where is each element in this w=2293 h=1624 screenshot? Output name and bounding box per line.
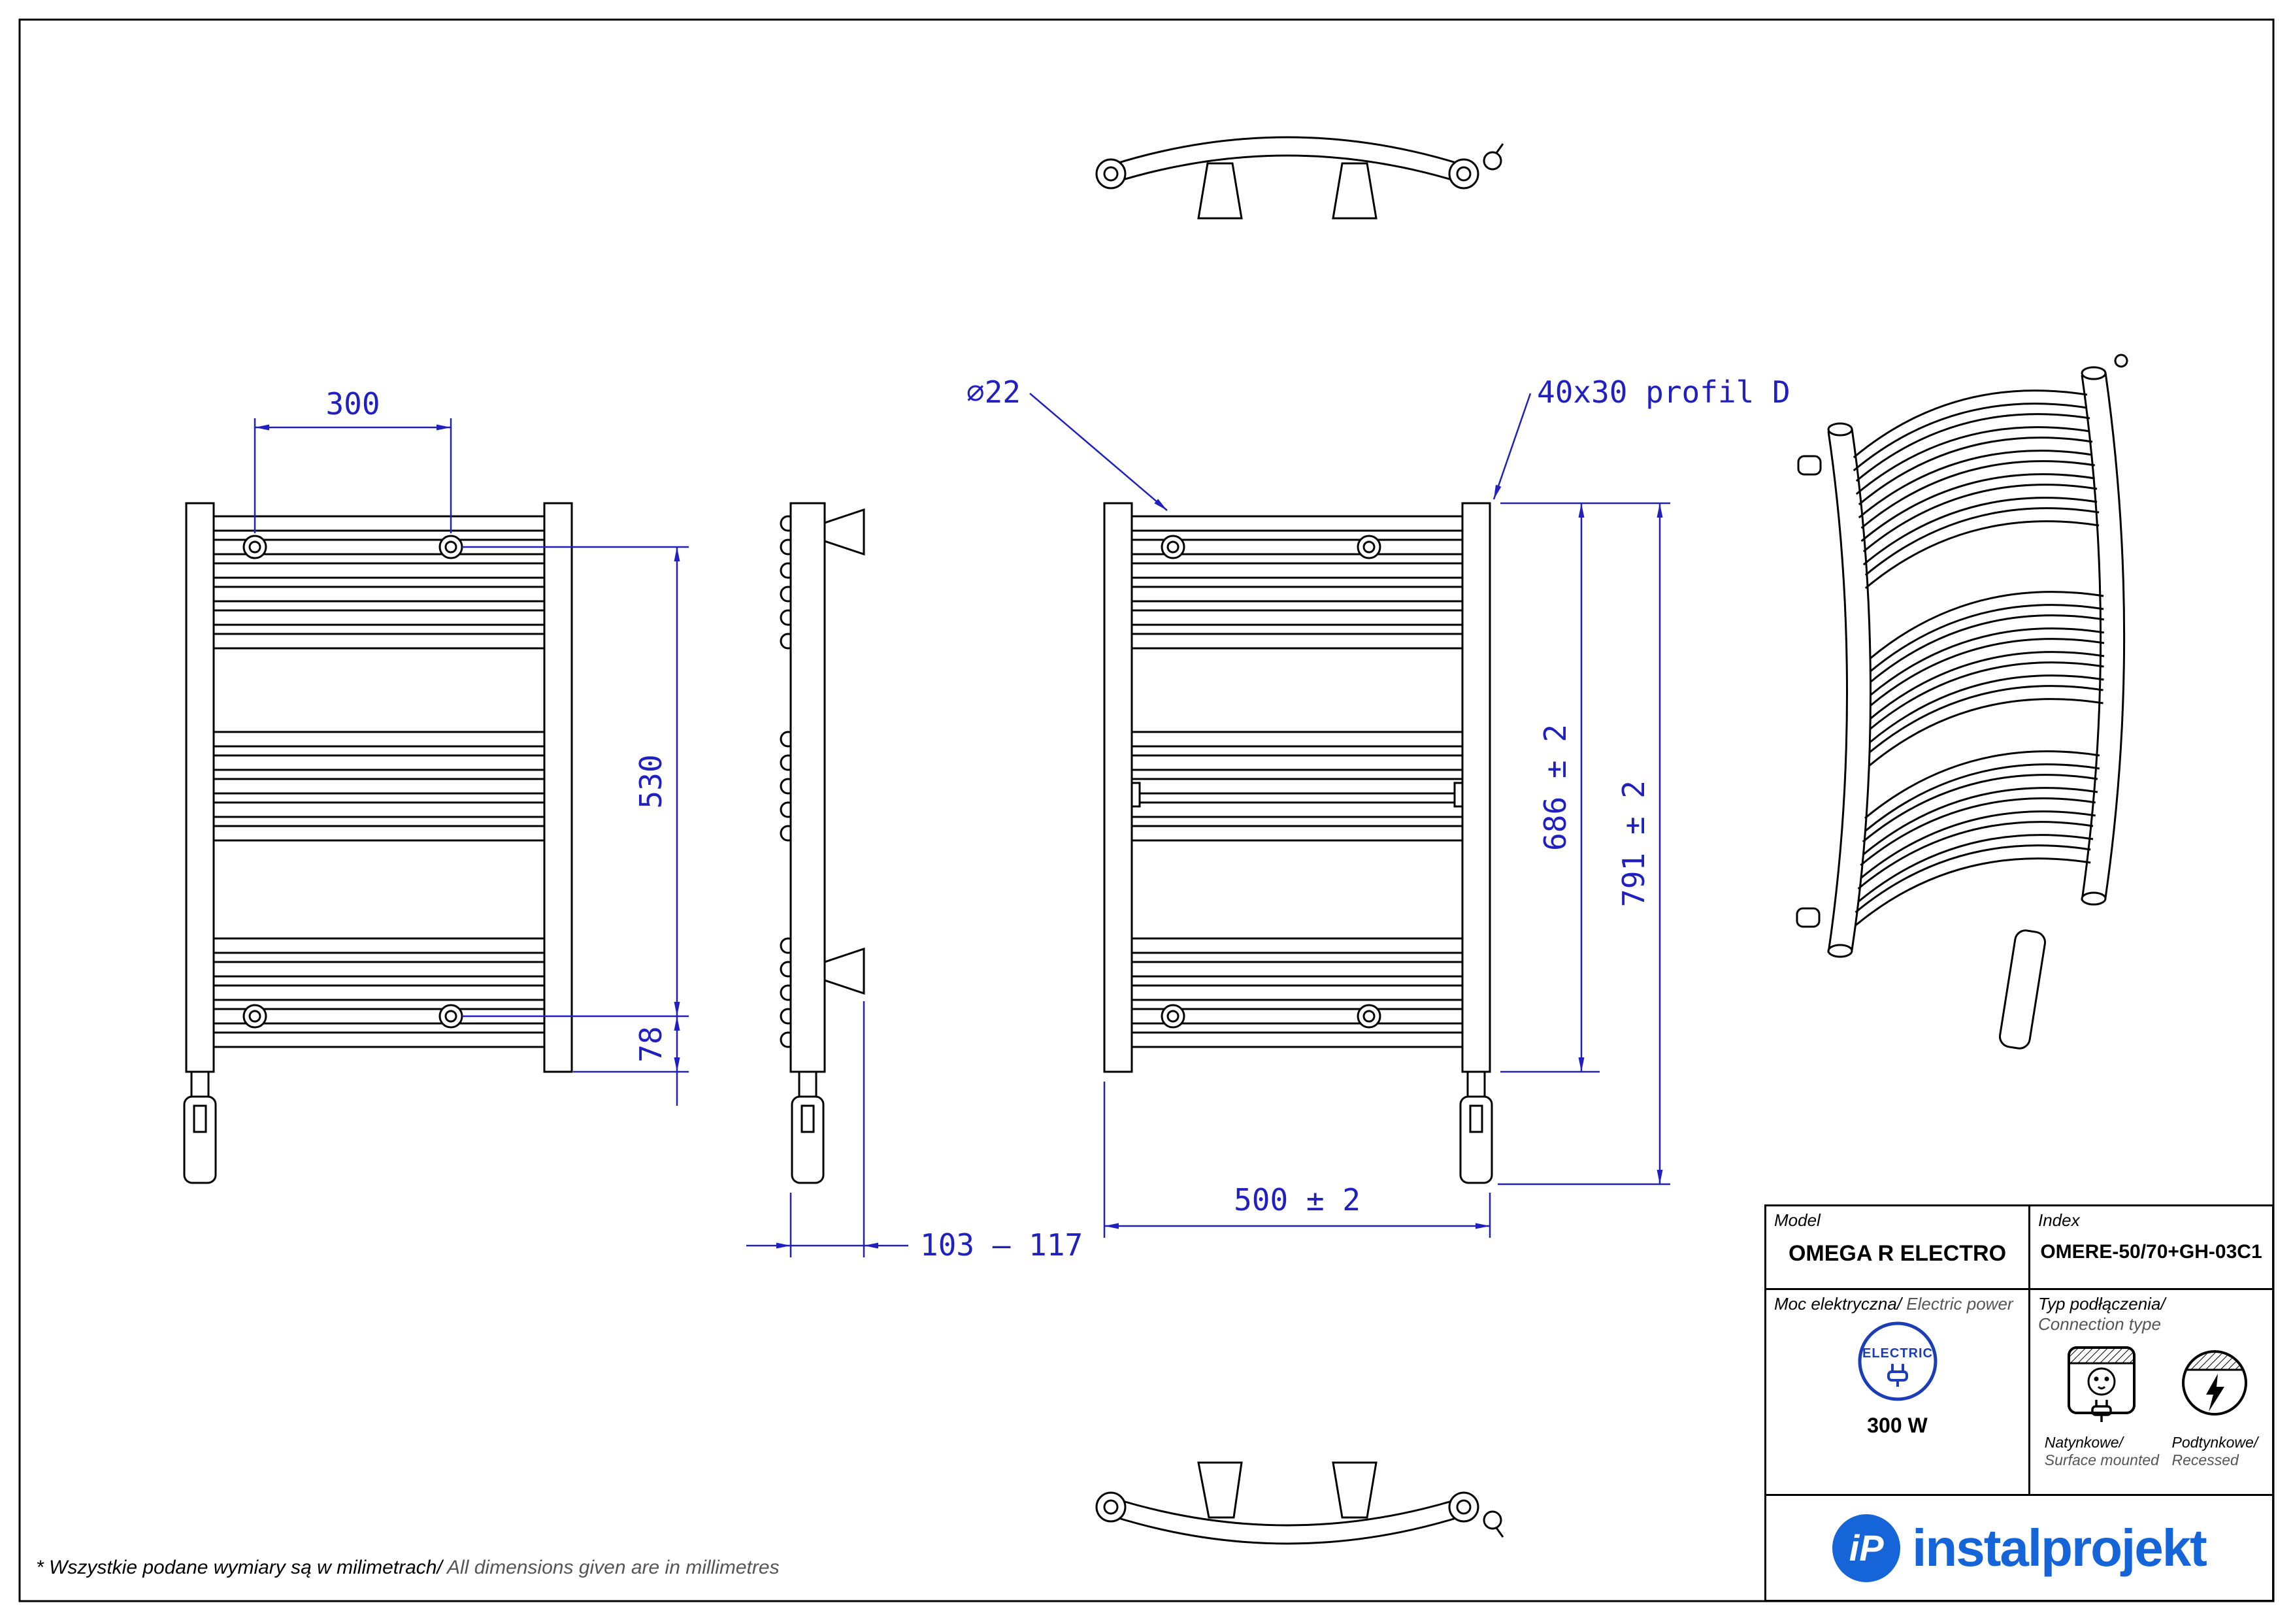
index-value: OMERE-50/70+GH-03C1 [2040, 1241, 2262, 1263]
connection-type-cell: Typ podłączenia/ Connection type [2030, 1290, 2272, 1494]
dim-bracket-height: 530 [633, 754, 668, 808]
brand-logo: iP instalprojekt [1766, 1494, 2272, 1600]
dim-depth-range: 103 – 117 [920, 1227, 1083, 1263]
dim-body-height: 686 ± 2 [1538, 724, 1573, 851]
logo-wordmark: instalprojekt [1912, 1518, 2207, 1577]
footnote-pl: * Wszystkie podane wymiary są w milimetr… [36, 1557, 442, 1578]
surface-mounted-icon [2068, 1346, 2136, 1422]
recessed-caption: Podtynkowe/ Recessed [2171, 1434, 2258, 1468]
index-label: Index [2038, 1210, 2080, 1230]
index-cell: Index OMERE-50/70+GH-03C1 [2030, 1206, 2272, 1288]
title-block: Model OMEGA R ELECTRO Index OMERE-50/70+… [1764, 1204, 2274, 1602]
front-view-dimensioned [183, 502, 573, 1184]
sheet-border [18, 18, 2275, 1602]
model-label: Model [1774, 1210, 1821, 1230]
dim-width: 500 ± 2 [1234, 1182, 1361, 1218]
dim-total-height: 791 ± 2 [1616, 780, 1651, 907]
power-value: 300 W [1867, 1414, 1928, 1437]
surface-mounted-option: Natynkowe/ Surface mounted [2045, 1344, 2159, 1469]
connection-label-pl: Typ podłączenia/ [2038, 1294, 2166, 1314]
model-cell: Model OMEGA R ELECTRO [1766, 1206, 2030, 1288]
power-label: Moc elektryczna/ Electric power [1774, 1294, 2013, 1314]
surface-mounted-caption: Natynkowe/ Surface mounted [2044, 1434, 2159, 1468]
dimension-layer: 300 530 78 103 – 117 500 ± 2 [254, 374, 1790, 1263]
front-view-main [1103, 502, 1493, 1184]
lightning-bolt-icon [2206, 1374, 2225, 1412]
top-view [1095, 136, 1504, 220]
connection-label: Typ podłączenia/ Connection type [2038, 1294, 2264, 1334]
model-value: OMEGA R ELECTRO [1788, 1241, 2007, 1266]
recessed-option: Podtynkowe/ Recessed [2172, 1344, 2258, 1469]
connection-label-en: Connection type [2038, 1314, 2161, 1334]
logo-monogram-icon: iP [1832, 1514, 1901, 1582]
annotation-tube-diameter: ⌀22 [966, 374, 1021, 410]
perspective-view [1796, 354, 2128, 1050]
dimensions-footnote: * Wszystkie podane wymiary są w milimetr… [36, 1557, 780, 1579]
logo-monogram-text: iP [1849, 1527, 1884, 1568]
power-label-en: Electric power [1902, 1294, 2013, 1314]
electric-badge-text: ELECTRIC [1862, 1346, 1933, 1361]
plug-icon [1887, 1364, 1908, 1387]
annotation-profile: 40x30 profil D [1537, 374, 1790, 410]
electric-badge-icon: ELECTRIC [1858, 1321, 1937, 1401]
dim-bracket-spacing: 300 [325, 386, 380, 422]
dim-bottom-offset: 78 [633, 1026, 668, 1062]
power-label-pl: Moc elektryczna/ [1774, 1294, 1902, 1314]
footnote-en: All dimensions given are in millimetres [442, 1557, 780, 1578]
electric-power-cell: Moc elektryczna/ Electric power ELECTRIC… [1766, 1290, 2030, 1494]
bottom-view [1095, 1461, 1504, 1545]
recessed-icon [2182, 1350, 2248, 1416]
side-view [780, 502, 865, 1184]
